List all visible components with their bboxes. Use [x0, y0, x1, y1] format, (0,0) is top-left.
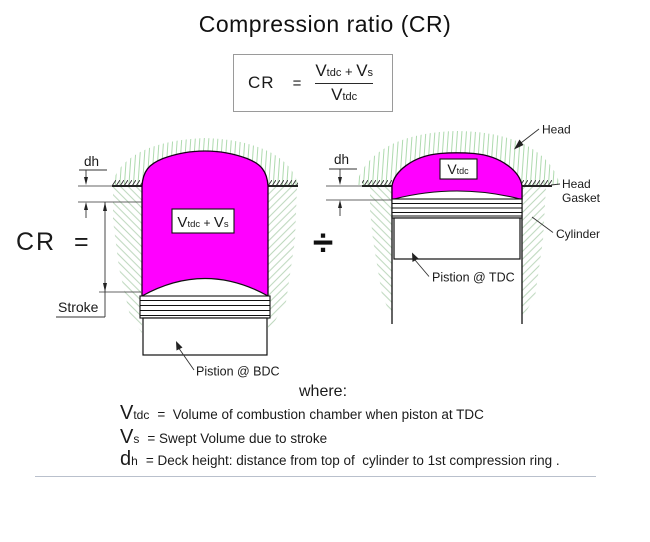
left-volume-label: Vtdc + Vs [177, 214, 228, 231]
right-cylinder-diagram: dh Vtdc Head Head Gasket Cylinder Pistio… [326, 123, 601, 324]
right-volume-box [439, 158, 478, 180]
head-gasket-label-line2: Gasket [562, 191, 601, 205]
numerator-v2: V [356, 61, 368, 80]
cr-equals-label: CR = [16, 228, 91, 256]
stroke-dimension [56, 202, 141, 318]
definition-subscript: tdc [133, 408, 150, 422]
left-wall-hatch-left [113, 187, 142, 333]
definition-text: = Volume of combustion chamber when pist… [157, 407, 484, 422]
right-dh-arrow-down [338, 177, 342, 185]
denominator-v: V [331, 85, 343, 104]
divide-sign: ÷ [312, 222, 334, 263]
stroke-arrow-up [103, 202, 107, 211]
cylinder-leader [531, 216, 554, 233]
numerator-sub1: tdc [326, 67, 342, 79]
right-piston-skirt [393, 217, 521, 260]
definition-subscript: s [133, 432, 140, 446]
right-piston-label: Pistion @ TDC [432, 271, 515, 285]
head-leader-arrow [514, 139, 524, 150]
right-dh-label: dh [334, 152, 349, 167]
left-head-gasket-strip-left [112, 180, 142, 186]
right-piston-leader-arrow [412, 252, 419, 262]
definition-text: = Deck height: distance from top of cyli… [145, 453, 560, 468]
denominator-sub: tdc [342, 91, 358, 103]
left-piston-leader-arrow [176, 341, 183, 351]
numerator-plus: + [341, 64, 357, 79]
cylinder-label: Cylinder [556, 227, 600, 241]
stroke-arrow-down [103, 283, 107, 292]
left-piston-leader [177, 346, 195, 371]
right-head-gasket-strip-right [522, 180, 552, 186]
formula-equals: = [292, 74, 302, 92]
right-volume-label: Vtdc [447, 161, 469, 177]
left-dh-arrow-down [84, 177, 88, 185]
left-cylinder-diagram: dh Stroke Vtdc + Vs Pistion @ BDC [56, 138, 298, 379]
page-title: Compression ratio (CR) [198, 11, 452, 37]
left-dh-arrow-up [84, 202, 88, 210]
right-piston-crown-edge [393, 190, 521, 200]
definition-symbol: d [120, 448, 132, 470]
formula-lhs: CR [248, 73, 275, 92]
right-head-gasket-strip-left [362, 180, 392, 186]
bottom-divider [35, 476, 596, 477]
head-label: Head [542, 123, 571, 137]
definition-symbol: V [120, 402, 134, 424]
left-head-gasket-strip-right [268, 180, 298, 186]
right-wall-hatch-right [522, 187, 546, 318]
right-wall-hatch-left [370, 187, 392, 318]
numerator-v1: V [315, 61, 327, 80]
right-piston-leader [414, 259, 430, 277]
right-dh-arrow-up [338, 200, 342, 208]
numerator-sub2: s [367, 67, 374, 79]
fraction-bar [315, 83, 374, 84]
left-wall-hatch-right [268, 187, 297, 333]
definition-symbol: V [120, 426, 134, 448]
right-dh-dimension [326, 168, 392, 216]
stroke-label: Stroke [58, 299, 99, 315]
left-piston-crown-edge [141, 277, 269, 297]
left-piston-label: Pistion @ BDC [196, 365, 280, 379]
head-gasket-leader [550, 183, 561, 186]
where-label: where: [299, 383, 348, 400]
definition-text: = Swept Volume due to stroke [147, 431, 328, 446]
definition-subscript: h [131, 454, 138, 468]
left-dh-label: dh [84, 154, 99, 169]
left-volume-box [171, 208, 235, 234]
left-piston-skirt [142, 317, 268, 356]
left-dh-dimension [78, 169, 142, 218]
head-gasket-label-line1: Head [562, 177, 591, 191]
left-piston-ring-band [139, 295, 271, 319]
